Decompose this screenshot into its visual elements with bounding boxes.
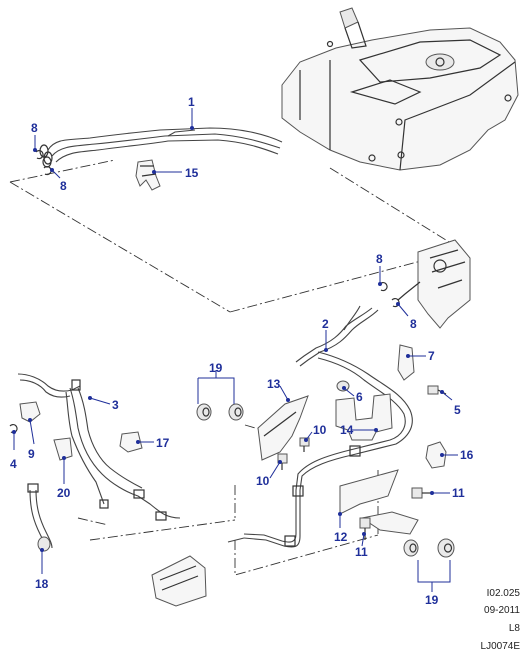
callout-1: 1	[188, 95, 195, 109]
bolt-10-lower	[277, 453, 288, 470]
callout-14: 14	[340, 423, 354, 437]
clip-20	[53, 437, 73, 461]
ref-model: L8	[509, 623, 521, 634]
heat-shield-13	[257, 395, 309, 461]
callout-11-upper: 11	[452, 486, 465, 500]
mounting-bracket	[360, 511, 419, 535]
callout-15: 15	[185, 166, 199, 180]
shield-12	[339, 469, 399, 515]
callout-10-lower: 10	[256, 474, 270, 488]
pipe-assembly-1	[39, 127, 283, 168]
callout-12: 12	[334, 530, 348, 544]
bracket-7	[397, 344, 415, 381]
clip-6	[336, 380, 350, 392]
callout-18: 18	[35, 577, 49, 591]
clip-16	[425, 441, 447, 469]
hose-18	[27, 483, 53, 552]
callout-13: 13	[267, 377, 281, 391]
bracket-14	[335, 393, 393, 441]
reference-block: I02.025 09-2011 L8 LJ0074E	[481, 588, 521, 652]
callout-8-right-top: 8	[376, 252, 383, 266]
clip-17	[119, 431, 143, 453]
callout-4: 4	[10, 457, 17, 471]
bolt-10-upper	[299, 437, 310, 452]
callout-8-right-lower: 8	[410, 317, 417, 331]
callout-7: 7	[428, 349, 435, 363]
leader-lines	[12, 108, 458, 592]
callout-19-middle: 19	[209, 361, 223, 375]
callout-20: 20	[57, 486, 71, 500]
callout-17: 17	[156, 436, 170, 450]
callout-3: 3	[112, 398, 119, 412]
callout-10-upper: 10	[313, 423, 327, 437]
ref-figure-number: I02.025	[487, 588, 521, 599]
callout-8-lower: 8	[60, 179, 67, 193]
callout-8-top: 8	[31, 121, 38, 135]
callout-16: 16	[460, 448, 474, 462]
ref-code: LJ0074E	[481, 641, 521, 652]
pipe-assembly-3	[17, 373, 181, 521]
callout-19-lower: 19	[425, 593, 439, 607]
callout-labels: 1 8 8 15 8 8 2 7 5 6 14 13 19 10 10 16 1…	[10, 95, 474, 607]
clip-8-top	[35, 149, 44, 160]
bracket-9	[19, 401, 41, 423]
ref-date: 09-2011	[484, 605, 520, 616]
callout-5: 5	[454, 403, 461, 417]
grommets-19-lower	[403, 538, 455, 558]
fuel-tank	[281, 7, 519, 171]
grommets-19-middle	[196, 403, 244, 421]
callout-2: 2	[322, 317, 329, 331]
callout-11-lower: 11	[355, 545, 368, 559]
callout-6: 6	[356, 390, 363, 404]
canister-bracket	[151, 555, 207, 607]
bracket-15	[135, 159, 161, 191]
pump-module	[379, 239, 471, 329]
callout-9: 9	[28, 447, 35, 461]
bolt-11-lower	[359, 517, 371, 540]
